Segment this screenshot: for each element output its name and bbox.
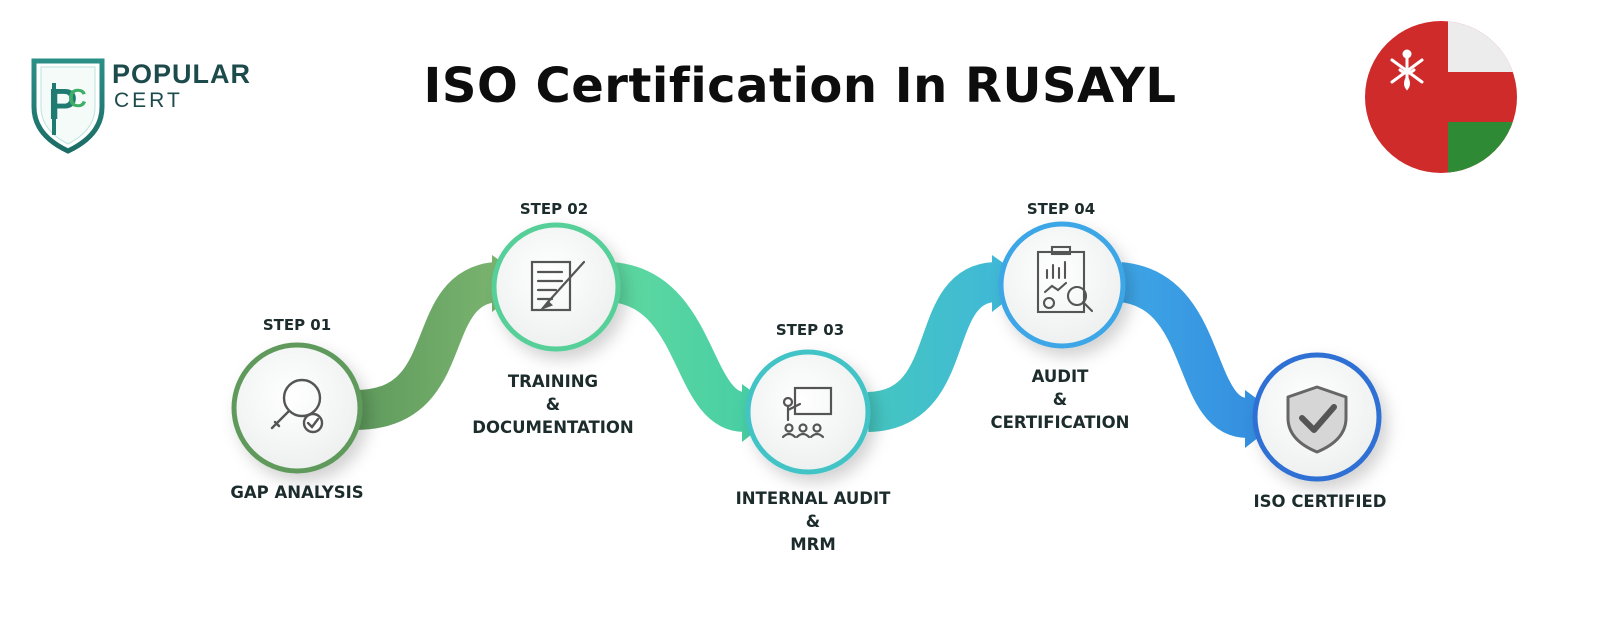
step-4-name: AUDIT & CERTIFICATION (960, 365, 1160, 434)
step-3-name-line-1: INTERNAL AUDIT (735, 489, 891, 508)
step-4-node (998, 221, 1126, 349)
step-4-name-line-3: CERTIFICATION (990, 413, 1130, 432)
step-4-name-line-2: & (1052, 390, 1068, 409)
step-3-label: STEP 03 (775, 321, 845, 339)
step-5-name: ISO CERTIFIED (1253, 492, 1387, 511)
arrow-2-to-3 (608, 262, 748, 432)
presentation-board-icon (781, 386, 833, 439)
logo-word-cert: CERT (114, 89, 183, 112)
step-2-name: TRAINING & DOCUMENTATION (440, 370, 666, 439)
step-2-label: STEP 02 (519, 200, 589, 218)
step-1-node (231, 342, 363, 474)
step-3-node (745, 349, 871, 475)
shield-check-icon (1286, 385, 1348, 454)
step-4-label: STEP 04 (1026, 200, 1096, 218)
popularcert-logo: P C POPULAR CERT (28, 55, 250, 155)
step-2-name-line-2: & (545, 395, 561, 414)
page-title: ISO Certification In RUSAYL (423, 58, 1177, 114)
step-1-label: STEP 01 (262, 316, 332, 334)
step-2-node (491, 222, 621, 352)
khanjar-emblem-icon (1390, 49, 1424, 91)
step-3-name-line-3: MRM (790, 535, 836, 554)
report-magnifier-icon (1036, 245, 1094, 314)
document-pencil-icon (530, 260, 586, 312)
step-1-name: GAP ANALYSIS (230, 483, 364, 502)
logo-word-popular: POPULAR (112, 59, 252, 89)
arrow-3-to-4 (866, 262, 998, 432)
arrow-4-to-5 (1116, 262, 1251, 438)
step-4-name-line-1: AUDIT (1031, 367, 1089, 386)
step-2-name-line-1: TRAINING (507, 372, 599, 391)
shield-logo-icon: P C (31, 58, 105, 154)
step-3-name: INTERNAL AUDIT & MRM (708, 487, 918, 556)
oman-flag-icon (1365, 21, 1517, 173)
arrow-1-to-2 (353, 262, 499, 430)
svg-text:C: C (68, 83, 87, 113)
step-3-name-line-2: & (805, 512, 821, 531)
step-2-name-line-3: DOCUMENTATION (472, 418, 634, 437)
magnifier-check-icon (270, 378, 324, 434)
